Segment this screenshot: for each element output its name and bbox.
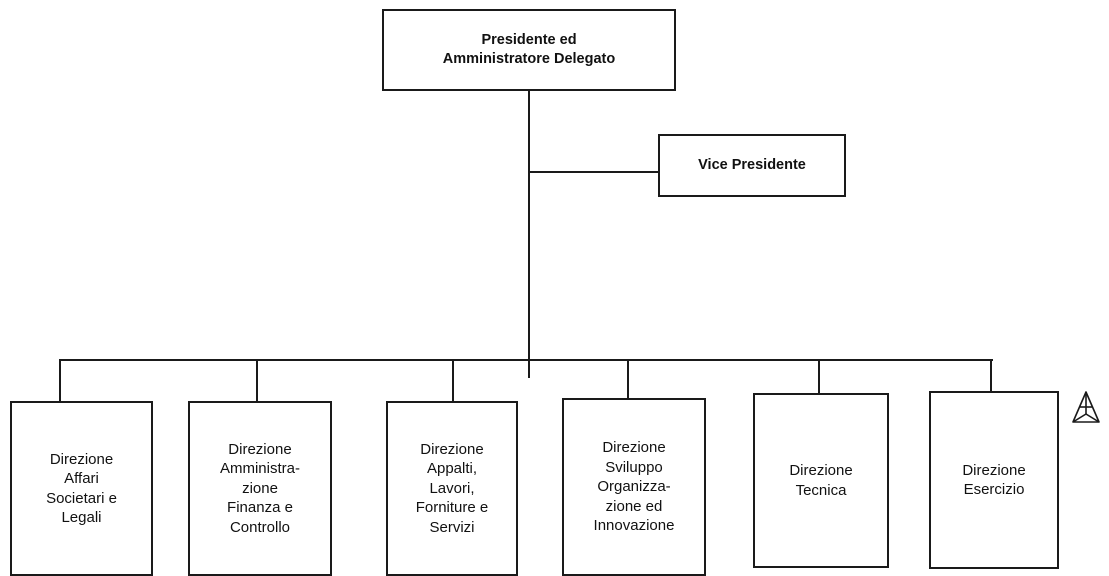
department-connector bbox=[818, 359, 820, 393]
department-label: Direzione Affari Societari e Legali bbox=[46, 450, 117, 527]
department-box: Direzione Sviluppo Organizza- zione ed I… bbox=[562, 398, 706, 576]
department-connector bbox=[627, 359, 629, 399]
department-connector bbox=[990, 359, 992, 391]
vice-president-connector bbox=[529, 171, 659, 173]
president-box: Presidente ed Amministratore Delegato bbox=[382, 9, 676, 91]
department-connector bbox=[452, 359, 454, 401]
department-connector bbox=[256, 359, 258, 401]
president-label: Presidente ed Amministratore Delegato bbox=[442, 31, 616, 67]
main-vertical-connector bbox=[528, 91, 530, 378]
triangular-logo-icon bbox=[1072, 391, 1100, 423]
department-box: Direzione Amministra- zione Finanza e Co… bbox=[188, 401, 332, 576]
department-box: Direzione Affari Societari e Legali bbox=[10, 401, 153, 576]
department-label: Direzione Appalti, Lavori, Forniture e S… bbox=[415, 440, 489, 536]
department-label: Direzione Amministra- zione Finanza e Co… bbox=[219, 440, 300, 536]
department-box: Direzione Appalti, Lavori, Forniture e S… bbox=[386, 401, 518, 576]
vice-president-box: Vice Presidente bbox=[658, 134, 846, 197]
department-box: Direzione Tecnica bbox=[753, 393, 889, 568]
department-label: Direzione Sviluppo Organizza- zione ed I… bbox=[593, 439, 675, 535]
department-label: Direzione Tecnica bbox=[789, 462, 853, 499]
department-connector bbox=[59, 359, 61, 401]
department-label: Direzione Esercizio bbox=[962, 461, 1026, 499]
departments-horizontal-connector bbox=[59, 359, 993, 361]
department-box: Direzione Esercizio bbox=[929, 391, 1059, 569]
vice-president-label: Vice Presidente bbox=[698, 156, 806, 173]
